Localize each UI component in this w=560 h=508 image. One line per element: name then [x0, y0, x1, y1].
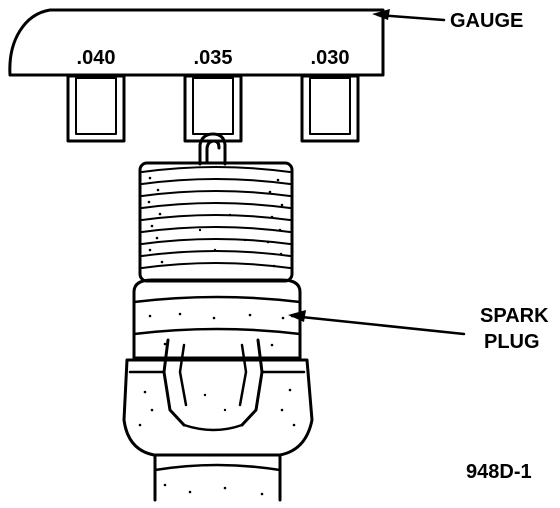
hex-nut	[122, 358, 314, 457]
thread-lines	[141, 166, 291, 269]
gauge-tab-030	[300, 74, 360, 143]
ground-electrode	[198, 132, 227, 166]
thread-shading	[147, 176, 284, 268]
gauge-label: GAUGE	[450, 10, 523, 32]
gauge-size-label-030: .030	[311, 47, 350, 69]
insulator	[153, 453, 282, 502]
spark-plug-label-line2: PLUG	[484, 331, 540, 353]
gauge-tab-040	[66, 74, 126, 143]
gauge-size-label-035: .035	[194, 47, 233, 69]
figure-id: 948D-1	[466, 461, 532, 483]
feeler-gauge: .040 .035 .030	[8, 8, 385, 143]
plug-leader-arrow	[288, 310, 466, 336]
hex-shading	[138, 388, 296, 427]
gauge-size-label-040: .040	[77, 47, 116, 69]
spark-plug-label-line1: SPARK	[480, 305, 549, 327]
spark-plug	[122, 132, 314, 502]
gasket-ring	[132, 278, 302, 360]
gauge-leader-arrow	[372, 9, 446, 22]
gauge-tab-035	[183, 74, 243, 143]
gauge-body	[8, 8, 385, 77]
gasket-shading	[148, 312, 285, 347]
